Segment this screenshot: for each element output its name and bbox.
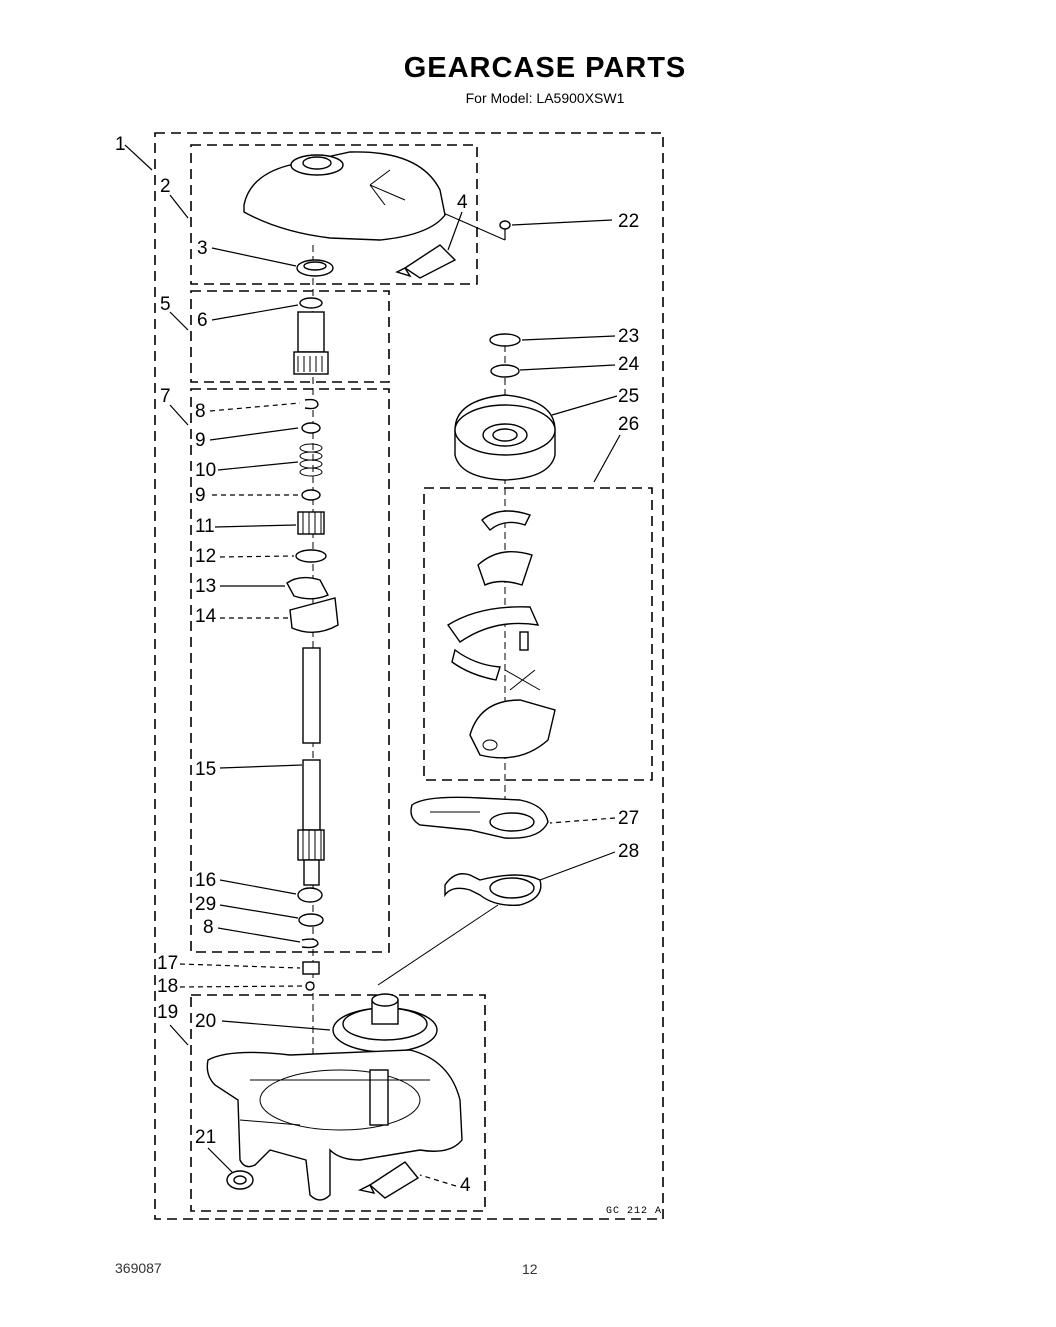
callout-22: 22 <box>618 211 639 232</box>
callout-4-bottom: 4 <box>460 1175 471 1196</box>
screw-part <box>499 220 511 240</box>
clutch-assembly-parts <box>447 510 556 759</box>
callout-7: 7 <box>160 386 171 407</box>
pinion-part <box>293 297 329 375</box>
callout-23: 23 <box>618 326 639 347</box>
figure-code: GC 212 A <box>606 1206 662 1217</box>
callout-14: 14 <box>195 606 217 627</box>
callout-5: 5 <box>160 294 171 315</box>
callout-6: 6 <box>197 310 208 331</box>
gearcase-cover-part <box>243 151 446 241</box>
callout-9-bottom: 9 <box>195 485 206 506</box>
callout-24: 24 <box>618 354 640 375</box>
callout-4-top: 4 <box>457 192 468 213</box>
seal-part <box>296 259 334 277</box>
callout-19: 19 <box>157 1002 178 1023</box>
callout-10: 10 <box>195 460 216 481</box>
callout-13: 13 <box>195 576 216 597</box>
grease-tube-part-bottom <box>357 1161 420 1199</box>
group-box-2 <box>190 144 478 285</box>
callout-3: 3 <box>197 238 208 259</box>
shifter-part <box>444 873 542 906</box>
footer-part-number: 369087 <box>115 1260 162 1276</box>
callout-11: 11 <box>195 516 215 537</box>
shift-lever-part <box>410 796 549 839</box>
callout-17: 17 <box>157 953 178 974</box>
parts-stack-16-18 <box>297 887 324 991</box>
callout-27: 27 <box>618 808 639 829</box>
page-number: 12 <box>522 1261 538 1277</box>
leader-lines <box>124 144 621 1187</box>
group-box-26 <box>423 487 653 781</box>
washers-23-24 <box>489 333 521 378</box>
grease-tube-part-top <box>395 244 457 279</box>
callout-1: 1 <box>115 134 126 155</box>
drive-gear-part <box>454 394 556 481</box>
callout-26: 26 <box>618 414 639 435</box>
callout-8-bottom: 8 <box>203 917 214 938</box>
bottom-seal-part <box>226 1170 254 1190</box>
parts-stack-8-14 <box>286 398 339 633</box>
agitator-shaft-part <box>297 647 325 886</box>
gearcase-housing-part <box>206 993 463 1201</box>
page-title: GEARCASE PARTS <box>403 52 687 84</box>
callout-18: 18 <box>157 976 178 997</box>
group-box-1 <box>154 132 664 1220</box>
callout-15: 15 <box>195 759 216 780</box>
group-box-19 <box>190 994 486 1212</box>
callout-12: 12 <box>195 546 216 567</box>
group-box-7 <box>190 388 390 953</box>
callout-9-top: 9 <box>195 430 206 451</box>
group-box-5 <box>190 290 390 383</box>
callout-8-top: 8 <box>195 401 206 422</box>
callout-2: 2 <box>160 176 171 197</box>
callout-16: 16 <box>195 870 216 891</box>
callout-21: 21 <box>195 1127 216 1148</box>
model-subtitle: For Model: LA5900XSW1 <box>465 90 625 106</box>
link-line-28-20 <box>377 904 499 986</box>
callout-labels: 1 2 3 4 5 6 7 8 9 10 9 11 12 13 14 15 16… <box>115 134 640 1196</box>
callout-29: 29 <box>195 894 216 915</box>
callout-25: 25 <box>618 386 639 407</box>
callout-20: 20 <box>195 1011 216 1032</box>
callout-28: 28 <box>618 841 639 862</box>
